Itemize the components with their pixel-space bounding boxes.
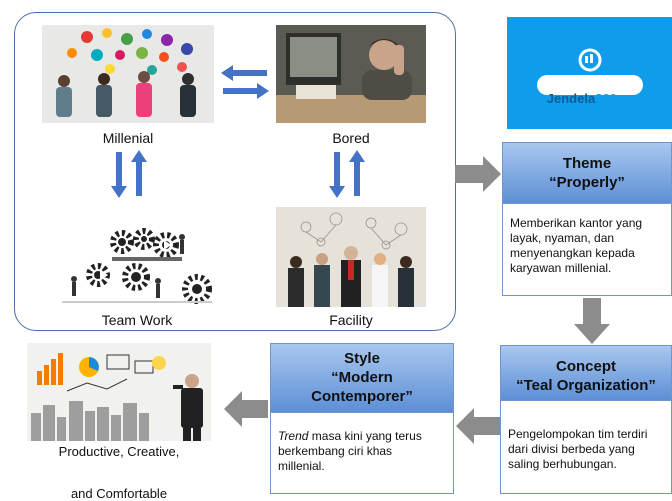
style-text-line1-rest: masa kini yang terus <box>308 429 422 443</box>
productive-caption-cut: and Comfortable <box>70 486 168 501</box>
flow-arrow-to-style <box>456 408 500 444</box>
theme-text-line: karyawan millenial. <box>510 261 612 275</box>
concept-text-line: Pengelompokan tim terdiri <box>508 427 648 441</box>
concept-text-line: dari divisi berbeda yang <box>508 442 635 456</box>
facility-photo <box>276 207 426 307</box>
style-text-line: Trend masa kini yang terus <box>278 429 446 444</box>
style-subtitle-line1: “Modern <box>331 369 393 386</box>
concept-description: Pengelompokan tim terdiri dari divisi be… <box>500 401 672 494</box>
concept-header: Concept “Teal Organization” <box>500 345 672 401</box>
bored-photo <box>276 25 426 123</box>
theme-text-line: Memberikan kantor yang <box>510 216 643 230</box>
team-work-photo <box>62 207 212 307</box>
style-trend-word: Trend <box>278 429 309 443</box>
logo-suffix: .com <box>616 98 634 105</box>
concept-subtitle: “Teal Organization” <box>516 377 656 394</box>
millenial-caption: Millenial <box>102 130 154 146</box>
millenial-photo <box>42 25 214 123</box>
flow-arrow-to-concept <box>574 298 610 344</box>
theme-header: Theme “Properly” <box>502 142 672 204</box>
theme-title: Theme <box>562 155 612 172</box>
style-header: Style “Modern Contemporer” <box>270 343 454 413</box>
flow-arrow-to-result <box>224 391 268 427</box>
theme-description: Memberikan kantor yang layak, nyaman, da… <box>502 204 672 296</box>
concept-text-line: saling berhubungan. <box>508 457 617 471</box>
theme-subtitle: “Properly” <box>549 174 625 191</box>
style-text-line: millenial. <box>278 459 325 473</box>
style-description: Trend masa kini yang terus berkembang ci… <box>270 413 454 494</box>
productive-caption: Productive, Creative, <box>58 444 180 459</box>
logo-text: Jendela <box>546 91 596 106</box>
logo-number: 360 <box>595 91 617 106</box>
theme-text-line: menyenangkan kepada <box>510 246 635 260</box>
style-subtitle-line2: Contemporer” <box>311 388 413 405</box>
exchange-arrows-vertical-right <box>329 150 365 198</box>
concept-title: Concept <box>556 358 616 375</box>
exchange-arrows-vertical-left <box>111 150 147 198</box>
flow-arrow-to-theme <box>455 156 501 192</box>
facility-caption: Facility <box>329 312 373 328</box>
style-text-line: berkembang ciri khas <box>278 444 393 458</box>
team-work-caption: Team Work <box>101 312 173 328</box>
theme-text-line: layak, nyaman, dan <box>510 231 615 245</box>
productive-photo <box>27 343 211 441</box>
style-title: Style <box>344 350 380 367</box>
jendela360-logo: Jendela360.com <box>507 17 672 129</box>
exchange-arrows-horizontal <box>221 65 269 99</box>
bored-caption: Bored <box>332 130 370 146</box>
